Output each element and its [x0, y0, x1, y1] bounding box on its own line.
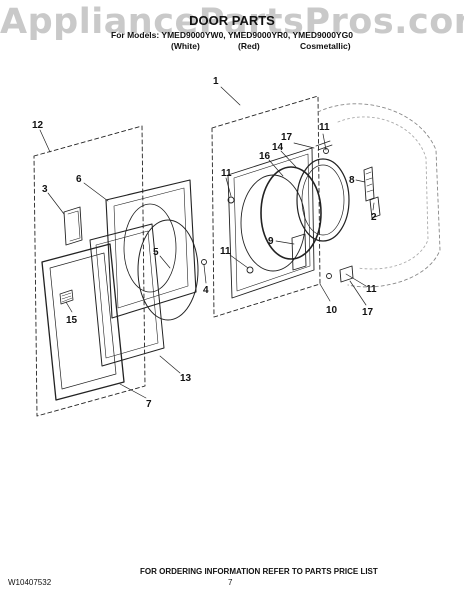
leader-9 — [275, 240, 295, 245]
leader-2 — [372, 202, 375, 211]
cabinet-ghost-inner — [337, 116, 429, 270]
group-box-inner-door — [211, 95, 321, 318]
callout-11: 11 — [366, 284, 377, 295]
callout-11: 11 — [221, 168, 232, 179]
callout-3: 3 — [42, 184, 48, 195]
door-latch-detail — [365, 171, 374, 193]
leader-15 — [65, 301, 73, 313]
watermark: AppliancePartsPros.com — [0, 2, 464, 42]
door-gasket-ring — [260, 166, 322, 260]
door-window-ring-inner — [301, 164, 345, 236]
leader-14 — [280, 150, 297, 168]
callout-1: 1 — [213, 76, 219, 87]
doc-number: W10407532 — [8, 578, 52, 587]
inner-door-group — [211, 95, 441, 318]
leader-11-right — [345, 273, 367, 287]
leader-8 — [355, 179, 366, 183]
leader-1 — [220, 86, 241, 106]
callout-11: 11 — [319, 122, 330, 133]
leader-17-bottom — [349, 280, 367, 306]
leader-16 — [268, 159, 284, 177]
door-outer-trim-inner — [49, 252, 117, 390]
clip-top — [315, 140, 333, 151]
leader-13 — [159, 355, 181, 374]
screw-frame — [201, 259, 207, 265]
variant-white: (White) — [171, 41, 200, 51]
variant-red: (Red) — [238, 41, 260, 51]
door-handle — [63, 206, 83, 246]
inner-door-opening — [240, 174, 306, 272]
outer-door-group — [33, 125, 207, 417]
ordering-info: FOR ORDERING INFORMATION REFER TO PARTS … — [140, 567, 378, 576]
callout-17: 17 — [362, 307, 374, 318]
leader-10 — [319, 283, 331, 302]
leader-11-top — [322, 133, 327, 151]
group-box-outer-door — [33, 125, 146, 417]
leader-6 — [83, 182, 109, 202]
door-glass — [137, 219, 199, 321]
leader-lines — [39, 86, 375, 399]
door-outer-trim — [41, 243, 125, 401]
callout-10: 10 — [326, 305, 338, 316]
inner-door-panel — [227, 147, 315, 299]
door-badge-stripes — [61, 292, 73, 303]
callout-2: 2 — [371, 212, 377, 223]
screw-bottom — [326, 273, 332, 279]
callout-8: 8 — [349, 175, 355, 186]
callout-12: 12 — [32, 120, 44, 131]
screw-left-lower — [246, 266, 254, 274]
door-panel-inner — [95, 230, 159, 359]
callout-17: 17 — [281, 132, 293, 143]
door-frame-inner — [113, 187, 189, 309]
variant-cosmetallic: Cosmetallic) — [300, 41, 351, 51]
door-latch — [363, 166, 375, 202]
screw-left-upper — [227, 196, 235, 204]
page-title: DOOR PARTS — [189, 13, 275, 28]
callout-16: 16 — [259, 151, 271, 162]
leader-17-top — [293, 142, 315, 149]
callout-6: 6 — [76, 174, 82, 185]
inner-door-panel-edge — [233, 153, 311, 292]
model-list: For Models: YMED9000YW0, YMED9000YR0, YM… — [111, 30, 353, 40]
callout-15: 15 — [66, 315, 78, 326]
leader-5 — [159, 255, 171, 269]
leader-4 — [203, 264, 207, 284]
leader-12 — [39, 129, 51, 153]
cabinet-ghost-outline — [317, 103, 441, 288]
callout-11: 11 — [220, 246, 231, 257]
door-frame — [105, 179, 197, 319]
callout-9: 9 — [268, 236, 274, 247]
callout-7: 7 — [146, 399, 152, 410]
callout-4: 4 — [203, 285, 209, 296]
page-number: 7 — [228, 578, 233, 587]
leader-11-lower — [229, 254, 249, 269]
door-hinge — [291, 233, 307, 271]
door-window-ring — [296, 158, 350, 242]
leader-3 — [47, 192, 65, 215]
door-frame-opening — [123, 203, 177, 293]
callout-14: 14 — [272, 142, 284, 153]
callout-13: 13 — [180, 373, 192, 384]
switch-bracket — [369, 196, 381, 219]
door-badge — [59, 289, 74, 305]
leader-7 — [119, 383, 147, 399]
callout-5: 5 — [153, 247, 159, 258]
leader-11-left — [225, 177, 232, 197]
door-panel — [89, 223, 165, 367]
door-handle-inner — [67, 210, 81, 242]
